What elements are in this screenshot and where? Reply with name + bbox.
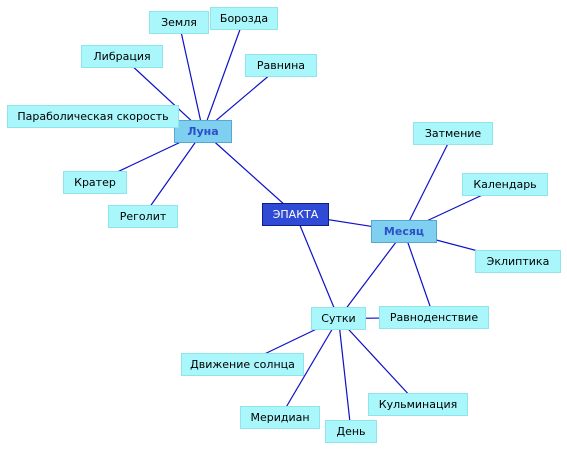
node-luna[interactable]: Луна (174, 120, 232, 143)
edge-luna-borozda (202, 18, 245, 132)
node-meridian[interactable]: Меридиан (240, 406, 320, 429)
node-borozda[interactable]: Борозда (210, 7, 278, 30)
edge-mesyac-sutki (338, 231, 405, 319)
node-zemlya[interactable]: Земля (149, 11, 209, 34)
node-libraciya[interactable]: Либрация (81, 45, 163, 68)
node-kalendar[interactable]: Календарь (462, 173, 548, 196)
node-dvizhenie-solnca[interactable]: Движение солнца (181, 353, 304, 376)
edge-mesyac-ravnodenstvie (403, 231, 435, 318)
edge-luna-zemlya (178, 22, 204, 132)
node-zatmenie[interactable]: Затмение (413, 122, 493, 145)
edge-sutki-den (337, 318, 352, 432)
node-krater[interactable]: Кратер (63, 171, 127, 194)
edge-root-luna (202, 131, 296, 215)
edge-mesyac-zatmenie (403, 133, 454, 232)
node-mesyac[interactable]: Месяц (371, 220, 437, 243)
node-ekliptika[interactable]: Эклиптика (475, 250, 561, 273)
edge-luna-libraciya (121, 56, 204, 132)
edge-root-sutki (294, 214, 340, 319)
node-sutki[interactable]: Сутки (311, 307, 366, 330)
node-ravnodenstvie[interactable]: Равноденствие (379, 306, 489, 329)
node-kulminaciya[interactable]: Кульминация (368, 393, 468, 416)
edge-sutki-meridian (279, 318, 340, 418)
node-epakta[interactable]: ЭПАКТА (262, 203, 329, 226)
node-regolit[interactable]: Реголит (108, 205, 178, 228)
node-ravnina[interactable]: Равнина (245, 54, 317, 77)
edge-luna-regolit (142, 131, 204, 217)
edge-sutki-kulminaciya (338, 318, 419, 405)
node-parabolicheskaya-skorost[interactable]: Параболическая скорость (7, 105, 179, 128)
node-den[interactable]: День (325, 420, 377, 443)
